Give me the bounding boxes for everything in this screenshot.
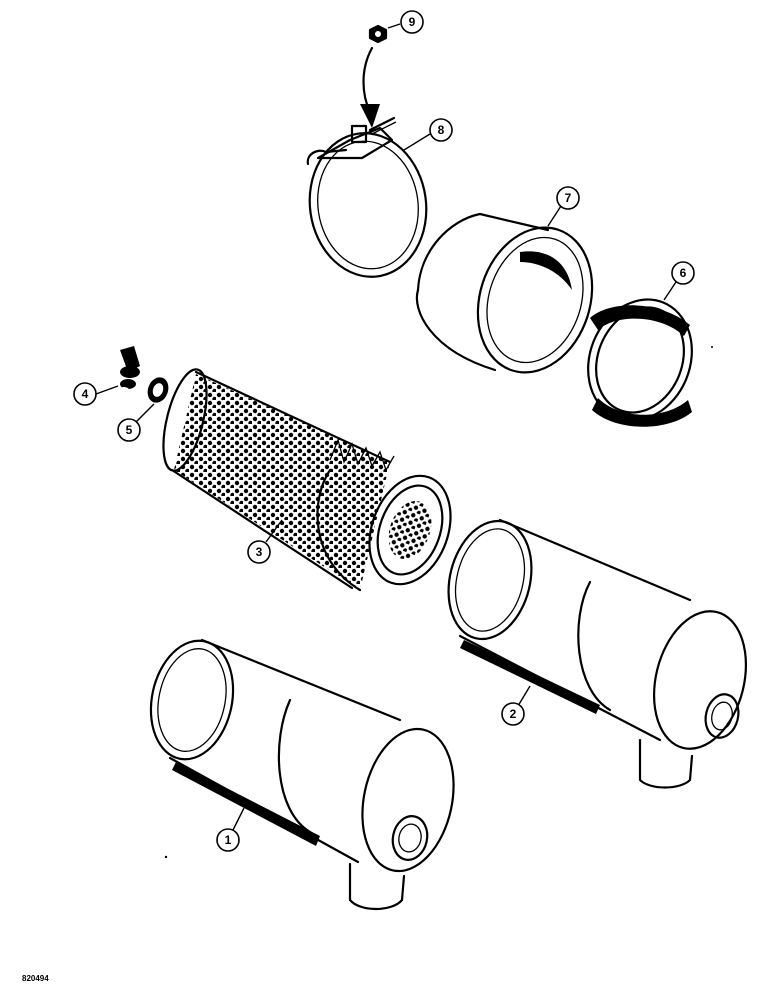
scan-speck [164,855,168,859]
filter-element-part [162,368,452,592]
air-cleaner-housing-part [447,518,748,789]
callout-label: 3 [256,545,263,559]
callout-3: 3 [247,519,283,564]
callout-7: 7 [547,186,580,227]
dust-cup-band-part [587,298,693,427]
wing-nut-part [119,346,140,393]
air-cleaner-assembly-part [149,638,455,911]
figure-code: 820494 [22,974,49,983]
callout-9: 9 [387,10,424,34]
callout-label: 6 [680,266,687,280]
install-arrow [360,46,380,128]
callout-5: 5 [117,403,155,442]
callout-1: 1 [216,807,245,852]
callout-label: 9 [409,15,416,29]
washer-part [147,377,169,403]
callout-2: 2 [501,685,531,726]
dust-cup-part [415,212,594,374]
nut-part [368,24,388,44]
callout-label: 2 [510,707,517,721]
scan-speck [711,346,713,348]
callout-label: 8 [438,123,445,137]
callout-label: 1 [225,833,232,847]
callout-8: 8 [403,118,453,151]
clamp-band-part [306,116,428,278]
callout-6: 6 [663,261,695,301]
callout-label: 5 [126,423,133,437]
callout-4: 4 [73,382,119,406]
callout-label: 4 [82,387,89,401]
callout-label: 7 [565,191,572,205]
